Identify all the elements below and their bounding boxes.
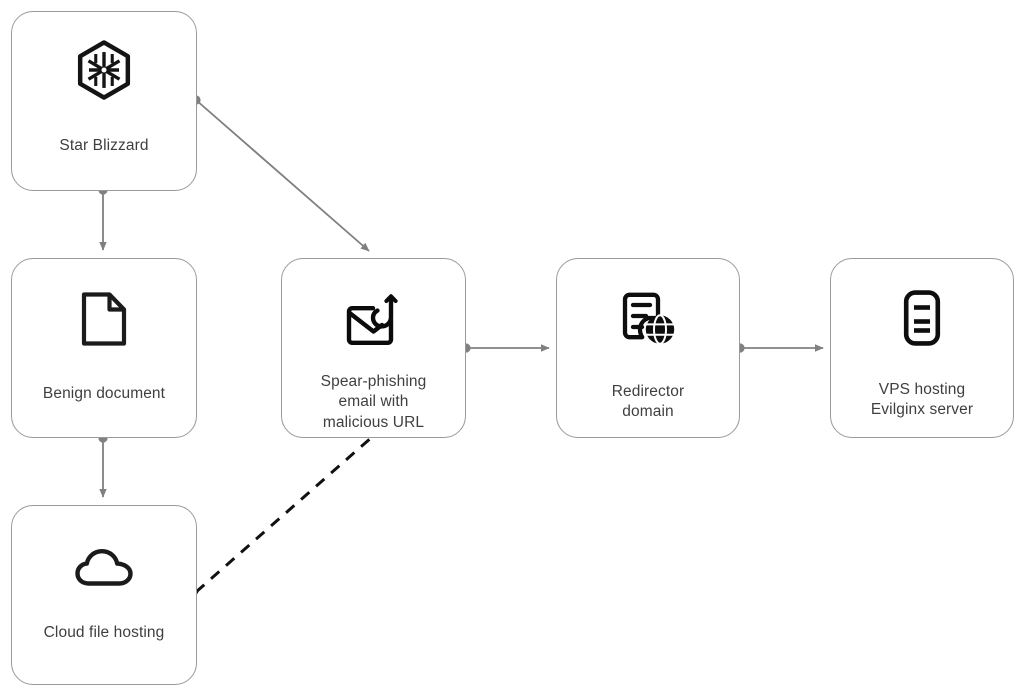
- edge-redirector-domain-to-vps-hosting: [735, 343, 824, 353]
- node-label: VPS hosting Evilginx server: [870, 381, 974, 419]
- node-star-blizzard[interactable]: Star Blizzard: [11, 11, 197, 191]
- edge-spear-phishing-to-redirector-domain: [461, 343, 550, 353]
- node-label: Spear-phishing email with malicious URL: [320, 373, 427, 431]
- cloud-icon: [75, 548, 133, 593]
- node-label: Benign document: [42, 385, 166, 402]
- edge-star-blizzard-to-benign-document: [98, 185, 108, 251]
- node-benign-document[interactable]: Benign document: [11, 258, 197, 438]
- edge-line: [195, 99, 370, 252]
- node-cloud-file-hosting[interactable]: Cloud file hosting: [11, 505, 197, 685]
- edge-cloud-file-hosting-to-spear-phishing: [193, 435, 373, 595]
- node-label: Redirector domain: [611, 383, 685, 421]
- node-redirector-domain[interactable]: Redirector domain: [556, 258, 740, 438]
- edge-line-dashed: [195, 435, 373, 594]
- node-label: Cloud file hosting: [43, 624, 165, 641]
- node-vps-hosting[interactable]: VPS hosting Evilginx server: [830, 258, 1014, 438]
- document-icon: [79, 291, 129, 352]
- server-globe-icon: [617, 291, 679, 356]
- server-icon: [902, 289, 942, 352]
- snowflake-hexagon-icon: [73, 39, 135, 106]
- node-spear-phishing[interactable]: Spear-phishing email with malicious URL: [281, 258, 466, 438]
- edge-star-blizzard-to-spear-phishing: [191, 95, 370, 252]
- edge-benign-document-to-cloud-file-hosting: [98, 433, 108, 498]
- phishing-envelope-hook-icon: [343, 291, 405, 354]
- node-label: Star Blizzard: [59, 137, 149, 154]
